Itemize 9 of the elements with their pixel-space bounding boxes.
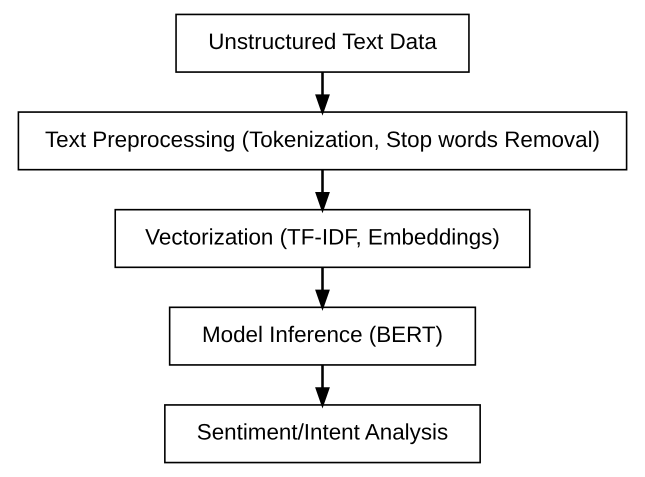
node-box: Sentiment/Intent Analysis xyxy=(164,404,481,464)
node-box: Model Inference (BERT) xyxy=(168,306,476,366)
arrow xyxy=(315,267,330,311)
node-box: Unstructured Text Data xyxy=(175,14,470,73)
arrow xyxy=(315,170,330,214)
arrow xyxy=(315,72,330,116)
node-box: Text Preprocessing (Tokenization, Stop words Removal) xyxy=(18,111,628,170)
arrow xyxy=(315,365,330,408)
node-box: Vectorization (TF-IDF, Embeddings) xyxy=(114,208,531,268)
